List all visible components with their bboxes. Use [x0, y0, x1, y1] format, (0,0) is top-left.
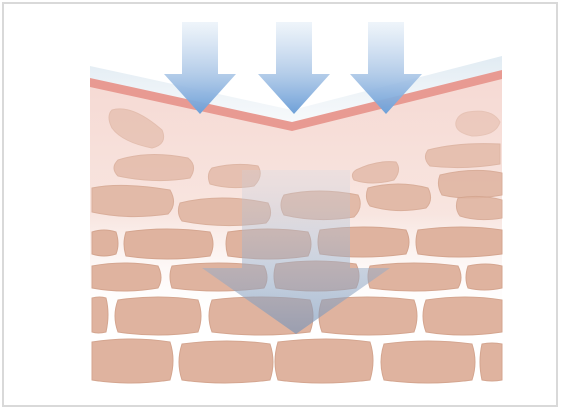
cell — [114, 154, 194, 180]
cell — [438, 170, 502, 198]
cell — [92, 263, 161, 291]
cell — [381, 341, 475, 383]
cell — [92, 297, 108, 333]
cell — [275, 339, 373, 383]
cell — [423, 297, 502, 335]
cell — [456, 196, 502, 219]
cell — [179, 341, 273, 383]
cell — [92, 339, 173, 383]
cell — [368, 263, 461, 291]
cell — [92, 230, 118, 256]
cell — [416, 227, 502, 257]
down-arrow-icon — [258, 22, 330, 114]
cell — [124, 229, 213, 259]
cell — [466, 264, 502, 290]
cell — [115, 297, 201, 335]
cell — [366, 184, 430, 211]
cell — [92, 185, 174, 216]
cell — [480, 343, 502, 381]
